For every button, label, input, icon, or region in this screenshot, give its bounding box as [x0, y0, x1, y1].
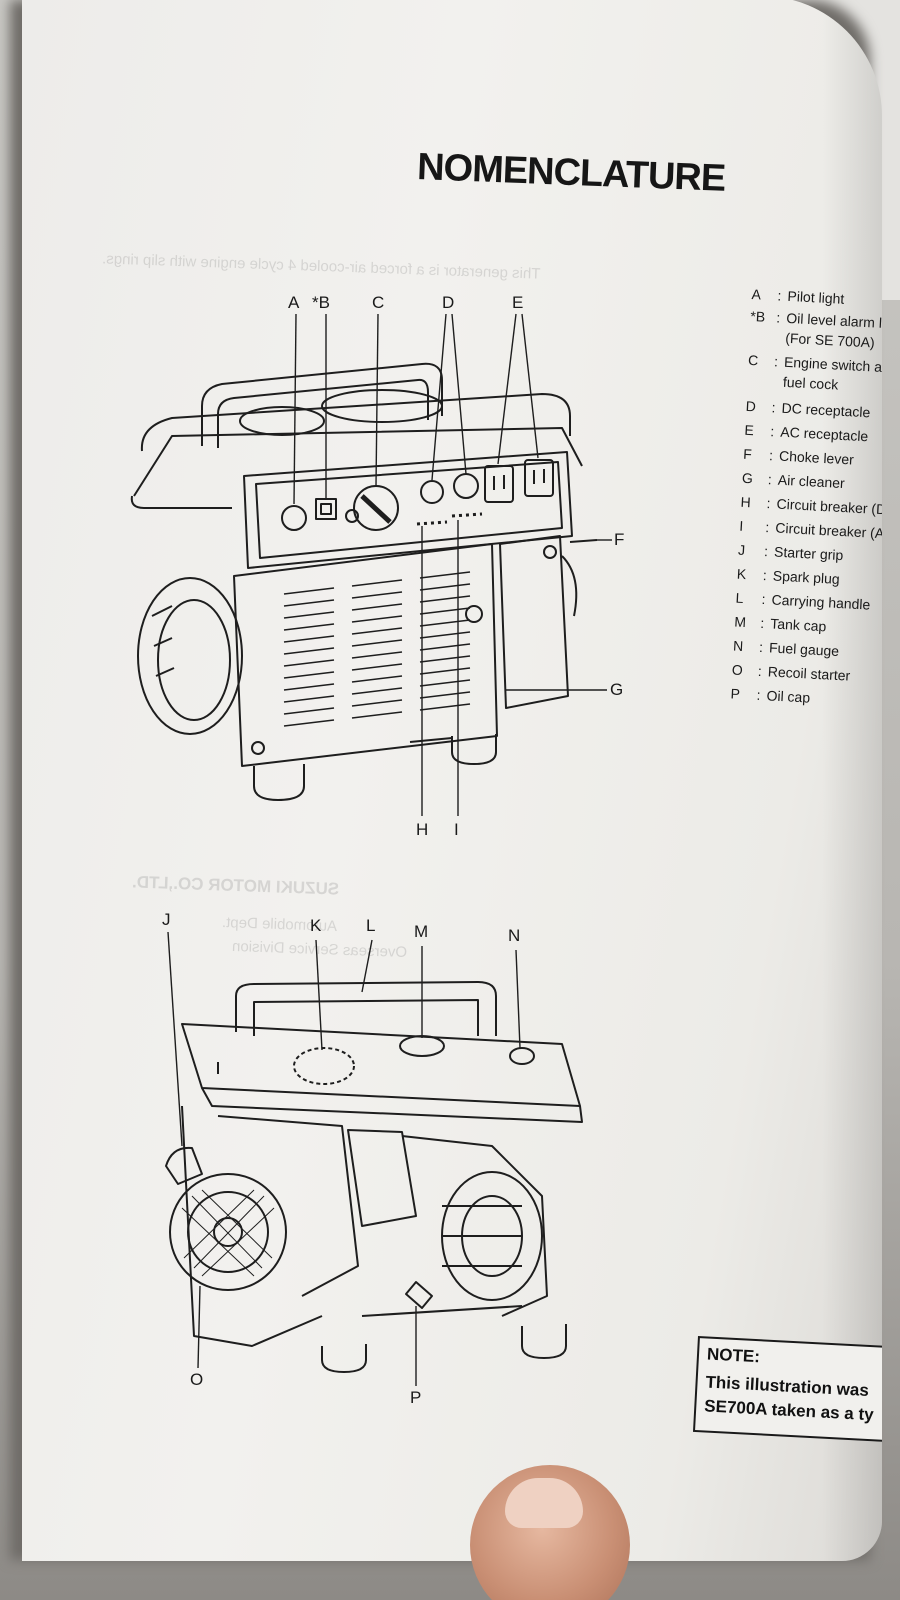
callout-d: D	[442, 293, 455, 312]
leader-lines-bottom	[167, 931, 521, 1386]
note-box: NOTE: This illustration was SE700A taken…	[692, 1336, 882, 1445]
callout-b: *B	[312, 293, 330, 312]
callout-i: I	[454, 820, 459, 839]
callout-n: N	[508, 926, 521, 945]
callout-h: H	[416, 820, 429, 839]
callout-a: A	[288, 293, 300, 312]
callout-f: F	[614, 530, 625, 549]
callout-j: J	[162, 910, 171, 929]
generator-illustrations	[130, 313, 612, 1386]
thumbnail-nail	[505, 1478, 583, 1528]
leader-lines-top	[293, 313, 612, 816]
callout-m: M	[414, 922, 429, 941]
callout-c: C	[372, 293, 385, 312]
note-line: This illustration was	[705, 1372, 870, 1401]
note-line: SE700A taken as a ty	[703, 1396, 875, 1425]
callout-p: P	[410, 1388, 422, 1407]
callout-e: E	[512, 293, 524, 312]
callout-o: O	[190, 1370, 204, 1389]
page-curl-shading	[822, 0, 882, 1561]
note-title: NOTE:	[706, 1344, 761, 1367]
generator-rear-view	[165, 981, 583, 1373]
generator-front-view	[130, 362, 598, 801]
callout-g: G	[610, 680, 624, 699]
manual-page: This generator is a forced air-cooled 4 …	[22, 0, 882, 1561]
callout-k: K	[310, 916, 322, 935]
callout-l: L	[366, 916, 376, 935]
